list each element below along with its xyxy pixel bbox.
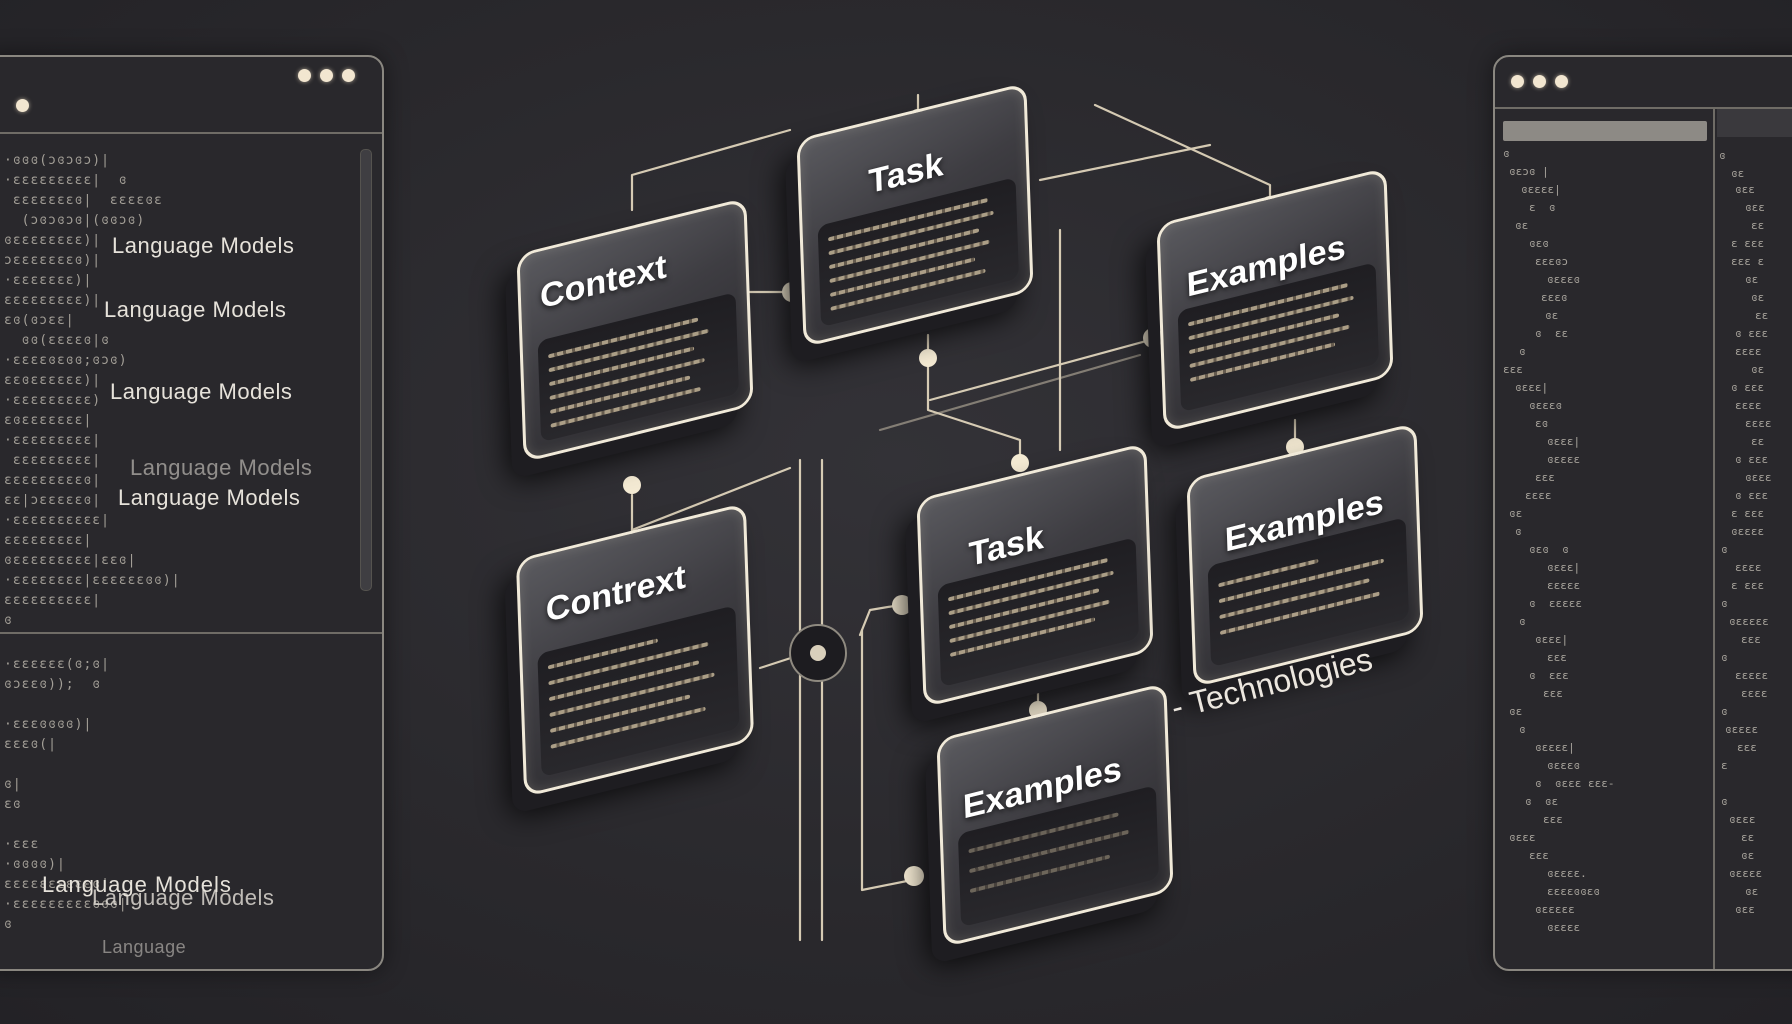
language-models-label: Language Models bbox=[112, 233, 295, 258]
hub-icon bbox=[789, 624, 847, 682]
left-window-divider bbox=[0, 632, 382, 634]
left-code-window: ·ɞɞɞ(ɔɞɔɞɔ)| ·ɛɛɛɛɛɛɛɛɛ| ɞ ɛɛɛɛɛɛɛɞ| ɛɛɛ… bbox=[0, 55, 384, 971]
window-dot-icon[interactable] bbox=[16, 99, 29, 112]
window-dot-icon[interactable] bbox=[1511, 75, 1524, 88]
connector-node bbox=[904, 866, 924, 886]
connector-node bbox=[1143, 328, 1163, 348]
connector-node bbox=[1011, 454, 1029, 472]
right-window-titlebar bbox=[1495, 57, 1792, 109]
connector-node bbox=[623, 476, 641, 494]
language-models-label: Language Models bbox=[92, 885, 275, 910]
connector-line bbox=[928, 338, 1152, 402]
connector-line bbox=[630, 466, 792, 532]
right-window-pane-divider bbox=[1713, 107, 1715, 969]
connector-line bbox=[1038, 143, 1212, 182]
language-models-label: Language Models bbox=[110, 379, 293, 404]
connector-line bbox=[878, 353, 1142, 432]
right-code-window: ɞ ɞɛɔɞ | ɞɛɛɛɛ| ɛ ɞ ɞɛ ɞɛɞ ɛɛɛɞɔ ɞɛɛɛɞ ɛ… bbox=[1493, 55, 1792, 971]
window-dot-icon[interactable] bbox=[1555, 75, 1568, 88]
language-models-label: Language Models bbox=[130, 455, 313, 480]
connector-line bbox=[858, 603, 902, 637]
language-models-label: Language bbox=[102, 937, 187, 957]
connector-line bbox=[860, 628, 914, 892]
connector-node bbox=[919, 349, 937, 367]
connector-line bbox=[926, 333, 1022, 462]
connector-node bbox=[892, 595, 912, 615]
right-window-panel-header bbox=[1717, 109, 1792, 137]
window-dot-icon[interactable] bbox=[342, 69, 355, 82]
window-dot-icon[interactable] bbox=[320, 69, 333, 82]
left-window-scrollbar[interactable] bbox=[360, 149, 372, 591]
connector-line bbox=[630, 128, 792, 212]
connector-line bbox=[1093, 103, 1272, 202]
connector-node bbox=[782, 282, 802, 302]
left-window-titlebar bbox=[0, 57, 382, 134]
right-window-search-bar[interactable] bbox=[1503, 121, 1707, 141]
language-models-label: Language Models bbox=[42, 872, 232, 897]
window-dot-icon[interactable] bbox=[298, 69, 311, 82]
language-models-label: Language Models bbox=[104, 297, 287, 322]
window-dot-icon[interactable] bbox=[1533, 75, 1546, 88]
language-models-label: Language Models bbox=[118, 485, 301, 510]
